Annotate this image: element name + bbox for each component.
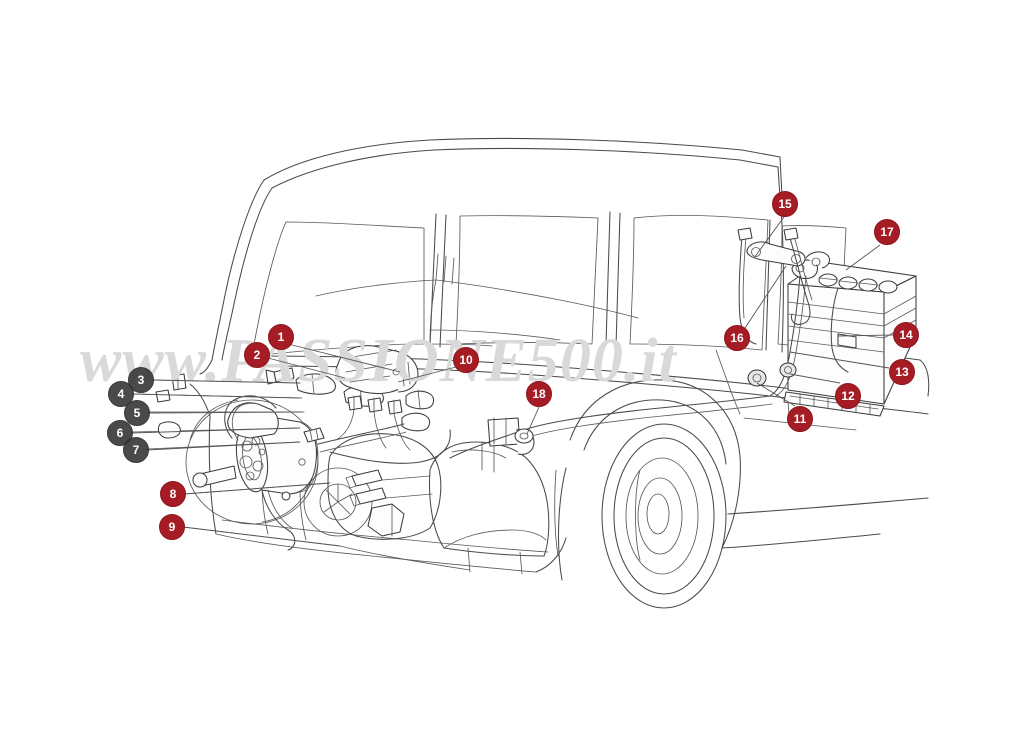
callout-leader-9 [182,526,341,547]
callout-leader-11 [756,382,796,407]
callout-leader-4 [131,393,301,399]
callout-badge-2[interactable]: 2 [244,342,270,368]
callout-badge-18[interactable]: 18 [526,381,552,407]
callout-leader-16 [742,265,787,332]
callout-leader-1 [287,343,401,373]
callout-leader-14 [837,334,894,337]
callout-leader-13 [789,351,890,369]
car-body-outline [189,137,930,417]
callout-leader-18 [526,406,540,435]
engine-block [303,417,550,557]
callout-badge-17[interactable]: 17 [874,219,900,245]
callout-leader-15 [753,216,785,259]
callout-leader-2 [267,357,346,379]
callout-leader-17 [845,244,881,271]
callout-badge-10[interactable]: 10 [453,347,479,373]
main-cable-run [449,349,857,459]
voltage-regulator [335,345,419,451]
callout-leader-8 [183,482,331,495]
callout-badge-11[interactable]: 11 [787,406,813,432]
rear-wheel-assembly [558,379,929,609]
callout-badge-13[interactable]: 13 [889,359,915,385]
callout-badge-1[interactable]: 1 [268,324,294,350]
callout-badge-5[interactable]: 5 [124,400,150,426]
cable-terminals [265,367,451,464]
callout-leader-10 [397,366,457,383]
callout-badge-8[interactable]: 8 [160,481,186,507]
callout-badge-12[interactable]: 12 [835,383,861,409]
callout-leader-7 [146,441,301,451]
callout-badge-9[interactable]: 9 [159,514,185,540]
callout-badge-7[interactable]: 7 [123,437,149,463]
callout-badge-15[interactable]: 15 [772,191,798,217]
callout-leader-12 [789,373,841,384]
callout-leader-6 [130,427,301,434]
callout-leader-3 [151,379,301,384]
callout-badge-14[interactable]: 14 [893,322,919,348]
callout-badge-16[interactable]: 16 [724,325,750,351]
callout-leader-5 [147,411,303,414]
